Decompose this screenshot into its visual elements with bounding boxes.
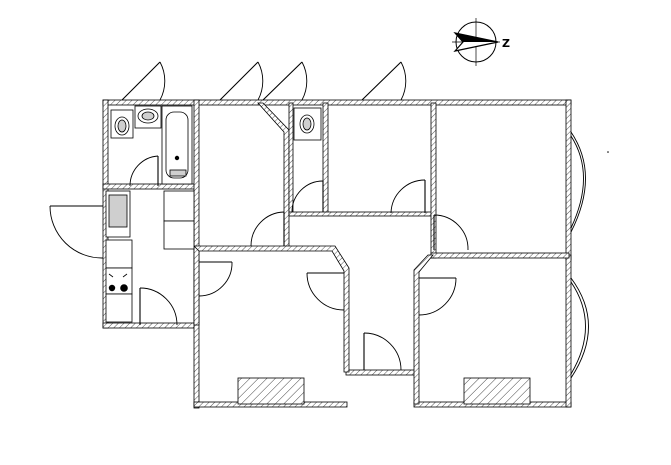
door-bathroom-inner <box>129 155 159 187</box>
entrance-door-room-b <box>262 61 308 101</box>
cabinet-icon <box>105 239 133 269</box>
bay-window-upper <box>570 131 586 233</box>
stray-mark <box>607 151 609 153</box>
kitchen-fixtures <box>105 190 195 323</box>
bathroom-fixtures <box>110 105 322 185</box>
door-lower-left-room-right <box>306 272 345 311</box>
door-kitchen-bottom <box>139 287 178 326</box>
entrance-door-room-c <box>361 61 407 101</box>
door-room-a-bottom <box>250 211 285 247</box>
lower-counter-icon <box>105 293 133 323</box>
counter-icon <box>163 190 195 222</box>
entrance-door-bathroom <box>121 61 166 101</box>
entrance-door-room-a <box>219 61 264 101</box>
compass-label: Z <box>502 37 510 50</box>
door-corridor-bottom <box>363 332 402 371</box>
door-upper-right-room <box>433 214 469 251</box>
niche-lower-left <box>237 377 305 405</box>
door-lower-left-room-left <box>198 261 233 297</box>
door-wc <box>291 180 324 213</box>
interior-walls <box>102 99 570 405</box>
door-lower-right-room <box>418 277 457 316</box>
side-entrance-door <box>49 205 104 259</box>
compass-icon: Z <box>452 18 510 66</box>
door-middle-room <box>390 179 426 214</box>
bay-window-lower <box>570 277 589 379</box>
niche-lower-right <box>463 377 531 405</box>
